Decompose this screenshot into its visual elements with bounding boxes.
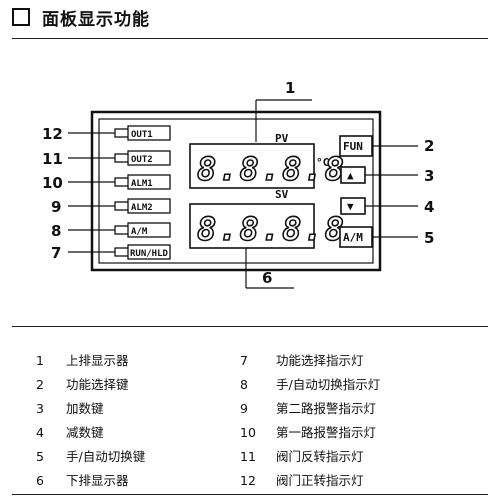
indicator-label: OUT1 bbox=[131, 130, 153, 140]
legend-item: 1 上排显示器 bbox=[36, 350, 129, 369]
right-callout-lines bbox=[365, 145, 418, 238]
header-divider bbox=[12, 38, 488, 39]
indicator-out2: OUT2 bbox=[114, 150, 171, 166]
legend-item: 11 阀门反转指示灯 bbox=[240, 446, 364, 465]
legend-text: 功能选择指示灯 bbox=[276, 353, 364, 368]
indicator-label: ALM1 bbox=[131, 179, 153, 189]
legend-text: 第二路报警指示灯 bbox=[276, 401, 377, 416]
legend-number: 6 bbox=[36, 473, 44, 488]
callout-8: 8 bbox=[51, 222, 61, 240]
left-callout-lines bbox=[68, 132, 115, 253]
pv-value: 8.8.8.8. bbox=[197, 150, 367, 188]
indicator-group: OUT1 OUT2 ALM1 ALM2 A/M RUN/HLD bbox=[114, 125, 171, 260]
callout-5: 5 bbox=[424, 229, 434, 247]
callout-4: 4 bbox=[424, 198, 434, 216]
legend-number: 3 bbox=[36, 401, 44, 416]
indicator-label: OUT2 bbox=[131, 155, 153, 165]
legend-item: 10 第一路报警指示灯 bbox=[240, 422, 376, 441]
callout-3: 3 bbox=[424, 167, 434, 185]
legend-number: 10 bbox=[240, 425, 256, 440]
legend-text: 加数键 bbox=[66, 401, 104, 416]
top-callout-line bbox=[255, 99, 312, 142]
callout-12: 12 bbox=[42, 125, 63, 143]
bottom-callout-line bbox=[245, 248, 294, 289]
legend-item: 2 功能选择键 bbox=[36, 374, 129, 393]
legend-text: 阀门反转指示灯 bbox=[276, 449, 364, 464]
legend-number: 5 bbox=[36, 449, 44, 464]
legend-text: 功能选择键 bbox=[66, 377, 129, 392]
callout-10: 10 bbox=[42, 174, 63, 192]
auto-manual-button[interactable]: A/M bbox=[339, 226, 373, 248]
legend-number: 12 bbox=[240, 473, 256, 488]
indicator-alm2: ALM2 bbox=[114, 198, 171, 214]
legend-number: 2 bbox=[36, 377, 44, 392]
legend-text: 减数键 bbox=[66, 425, 104, 440]
legend-text: 第一路报警指示灯 bbox=[276, 425, 377, 440]
legend-number: 11 bbox=[240, 449, 256, 464]
legend-divider bbox=[12, 326, 488, 327]
footer-divider bbox=[12, 494, 488, 495]
callout-1: 1 bbox=[285, 79, 295, 97]
page-title: 面板显示功能 bbox=[42, 10, 150, 30]
legend-text: 上排显示器 bbox=[66, 353, 129, 368]
legend-number: 7 bbox=[240, 353, 248, 368]
indicator-run-hld: RUN/HLD bbox=[114, 244, 171, 260]
decrement-button[interactable]: ▼ bbox=[340, 197, 366, 215]
panel-inner-frame bbox=[98, 118, 374, 264]
callout-9: 9 bbox=[51, 198, 61, 216]
panel-diagram: OUT1 OUT2 ALM1 ALM2 A/M RUN/HLD bbox=[42, 79, 434, 289]
indicator-out1: OUT1 bbox=[114, 125, 171, 141]
legend-item: 6 下排显示器 bbox=[36, 470, 129, 489]
legend-number: 4 bbox=[36, 425, 44, 440]
legend-number: 8 bbox=[240, 377, 248, 392]
pv-display: PV 8.8.8.8. °C bbox=[189, 132, 367, 189]
legend-text: 阀门正转指示灯 bbox=[276, 473, 364, 488]
fun-button[interactable]: FUN bbox=[339, 135, 373, 157]
pv-label: PV bbox=[275, 132, 289, 145]
increment-button[interactable]: ▲ bbox=[340, 166, 366, 184]
legend-item: 9 第二路报警指示灯 bbox=[240, 398, 376, 417]
sv-label: SV bbox=[275, 188, 289, 201]
sv-value: 8.8.8.8. bbox=[197, 210, 367, 248]
legend-number: 9 bbox=[240, 401, 248, 416]
callout-6: 6 bbox=[262, 269, 272, 287]
unit-label: °C bbox=[316, 156, 329, 169]
callout-2: 2 bbox=[424, 137, 434, 155]
indicator-am: A/M bbox=[114, 222, 171, 238]
callout-11: 11 bbox=[42, 150, 63, 168]
legend-item: 8 手/自动切换指示灯 bbox=[240, 374, 380, 393]
legend-text: 手/自动切换键 bbox=[66, 449, 146, 464]
legend-item: 7 功能选择指示灯 bbox=[240, 350, 364, 369]
legend-item: 3 加数键 bbox=[36, 398, 104, 417]
indicator-label: RUN/HLD bbox=[130, 249, 169, 259]
legend-text: 手/自动切换指示灯 bbox=[276, 377, 381, 392]
indicator-label: A/M bbox=[131, 227, 148, 237]
panel-outer-frame bbox=[90, 110, 382, 272]
am-button-label: A/M bbox=[343, 231, 363, 244]
indicator-label: ALM2 bbox=[131, 203, 153, 213]
title-checkbox-icon bbox=[12, 8, 30, 26]
sv-display: SV 8.8.8.8. bbox=[189, 188, 367, 249]
indicator-alm1: ALM1 bbox=[114, 174, 171, 190]
legend-item: 12 阀门正转指示灯 bbox=[240, 470, 364, 489]
legend-number: 1 bbox=[36, 353, 44, 368]
legend-text: 下排显示器 bbox=[66, 473, 129, 488]
legend-item: 4 减数键 bbox=[36, 422, 104, 441]
fun-button-label: FUN bbox=[343, 140, 363, 153]
callout-7: 7 bbox=[51, 244, 61, 262]
down-arrow-icon: ▼ bbox=[347, 200, 354, 213]
up-arrow-icon: ▲ bbox=[347, 169, 354, 182]
legend-item: 5 手/自动切换键 bbox=[36, 446, 145, 465]
